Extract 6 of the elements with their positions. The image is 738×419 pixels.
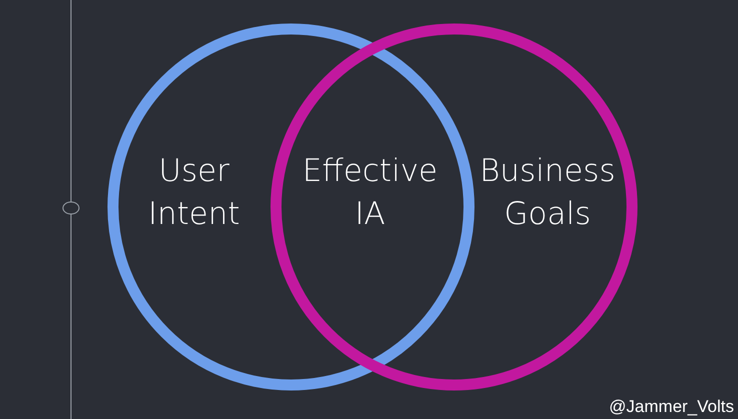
venn-label: User Intent xyxy=(147,152,241,234)
venn-circle xyxy=(270,23,638,391)
author-handle: @Jammer_Volts xyxy=(609,397,734,417)
venn-label: Business Goals xyxy=(478,152,616,234)
venn-circle xyxy=(107,23,475,391)
venn-label: Effective IA xyxy=(301,152,439,234)
